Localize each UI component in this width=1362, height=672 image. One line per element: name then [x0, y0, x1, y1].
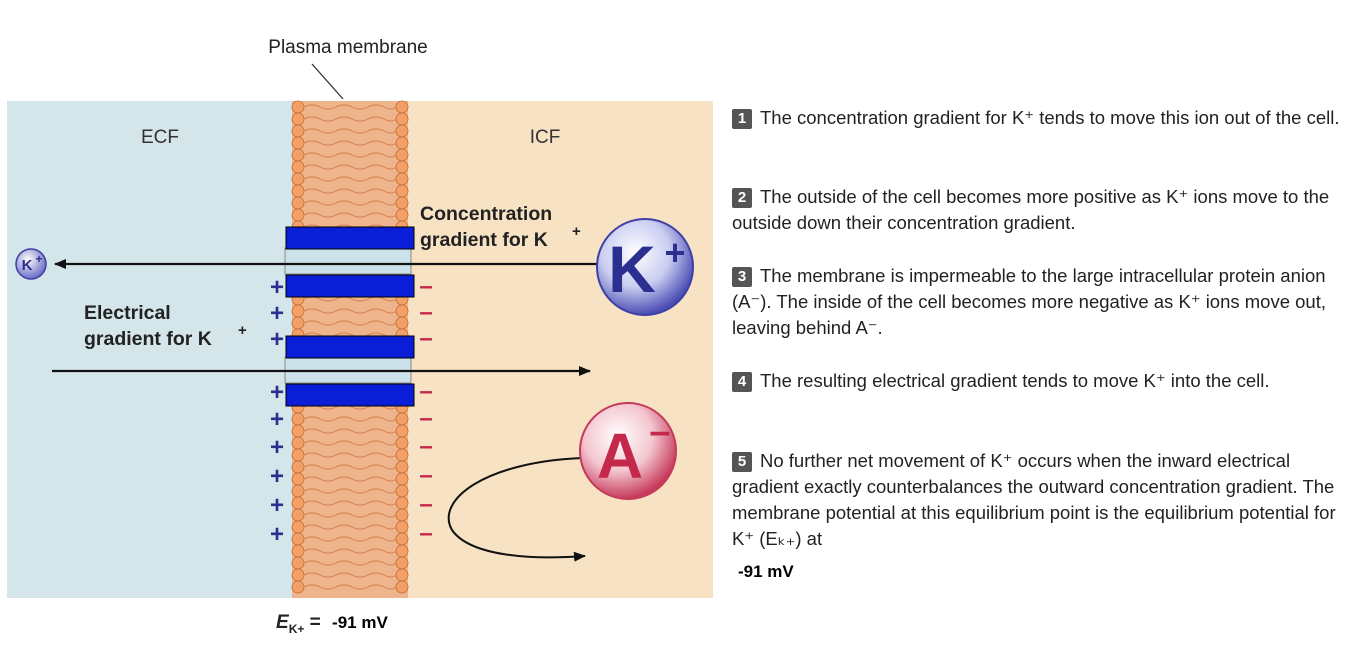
equilibrium-equation: EK+ = -91 mV — [276, 612, 388, 636]
small-k-ion: K + — [15, 248, 47, 280]
step-text: The membrane is impermeable to the large… — [732, 265, 1327, 338]
positive-charge: + — [270, 521, 284, 548]
step-text: No further net movement of K⁺ occurs whe… — [732, 450, 1336, 549]
concentration-gradient-label: Concentration gradient for K — [420, 203, 558, 251]
negative-charge: – — [419, 433, 432, 460]
ecf-label: ECF — [141, 127, 179, 148]
positive-charge: + — [270, 300, 284, 327]
step-1: 1 The concentration gradient for K⁺ tends… — [732, 105, 1357, 131]
positive-charge: + — [270, 463, 284, 490]
negative-charge: – — [419, 273, 432, 300]
step-number-badge: 5 — [732, 452, 752, 472]
positive-charge: + — [270, 406, 284, 433]
step-text: The concentration gradient for K⁺ tends … — [760, 107, 1340, 128]
k-ion-large: K + — [596, 218, 694, 316]
negative-charge: – — [419, 462, 432, 489]
step-4: 4 The resulting electrical gradient tends… — [732, 368, 1357, 394]
electrical-gradient-label: Electrical gradient for K — [84, 302, 212, 350]
plasma-membrane-pointer — [311, 63, 344, 100]
step-number-badge: 1 — [732, 109, 752, 129]
positive-charge: + — [270, 492, 284, 519]
svg-text:K: K — [608, 232, 656, 306]
equilibrium-value: -91 mV — [332, 613, 388, 632]
step-number-badge: 2 — [732, 188, 752, 208]
negative-charge: – — [419, 325, 432, 352]
svg-text:A: A — [597, 420, 643, 492]
negative-charge: – — [419, 405, 432, 432]
plasma-membrane-label: Plasma membrane — [268, 37, 427, 58]
step-text: The outside of the cell becomes more pos… — [732, 186, 1330, 233]
negative-charge: – — [419, 520, 432, 547]
svg-text:K: K — [22, 257, 33, 274]
step-text: The resulting electrical gradient tends … — [760, 370, 1270, 391]
k-channel-upper — [284, 226, 415, 298]
positive-charge: + — [270, 326, 284, 353]
svg-text:+: + — [35, 252, 42, 266]
icf-region — [400, 101, 713, 598]
positive-charge: + — [270, 434, 284, 461]
step-number-badge: 3 — [732, 267, 752, 287]
anion-curved-arrow — [447, 457, 586, 562]
svg-text:+: + — [664, 232, 685, 273]
positive-charge: + — [270, 274, 284, 301]
final-value: -91 mV — [738, 562, 794, 581]
electrical-gradient-sup: + — [238, 322, 247, 339]
membrane-charges: +++++++++––––––––– — [270, 273, 433, 548]
concentration-gradient-sup: + — [572, 223, 581, 240]
negative-charge: – — [419, 299, 432, 326]
negative-charge: – — [419, 491, 432, 518]
step-number-badge: 4 — [732, 372, 752, 392]
ecf-region — [7, 101, 297, 598]
negative-charge: – — [419, 378, 432, 405]
positive-charge: + — [270, 379, 284, 406]
anion-a-ball: A – — [579, 402, 677, 500]
svg-text:–: – — [649, 411, 670, 453]
icf-label: ICF — [530, 127, 561, 148]
